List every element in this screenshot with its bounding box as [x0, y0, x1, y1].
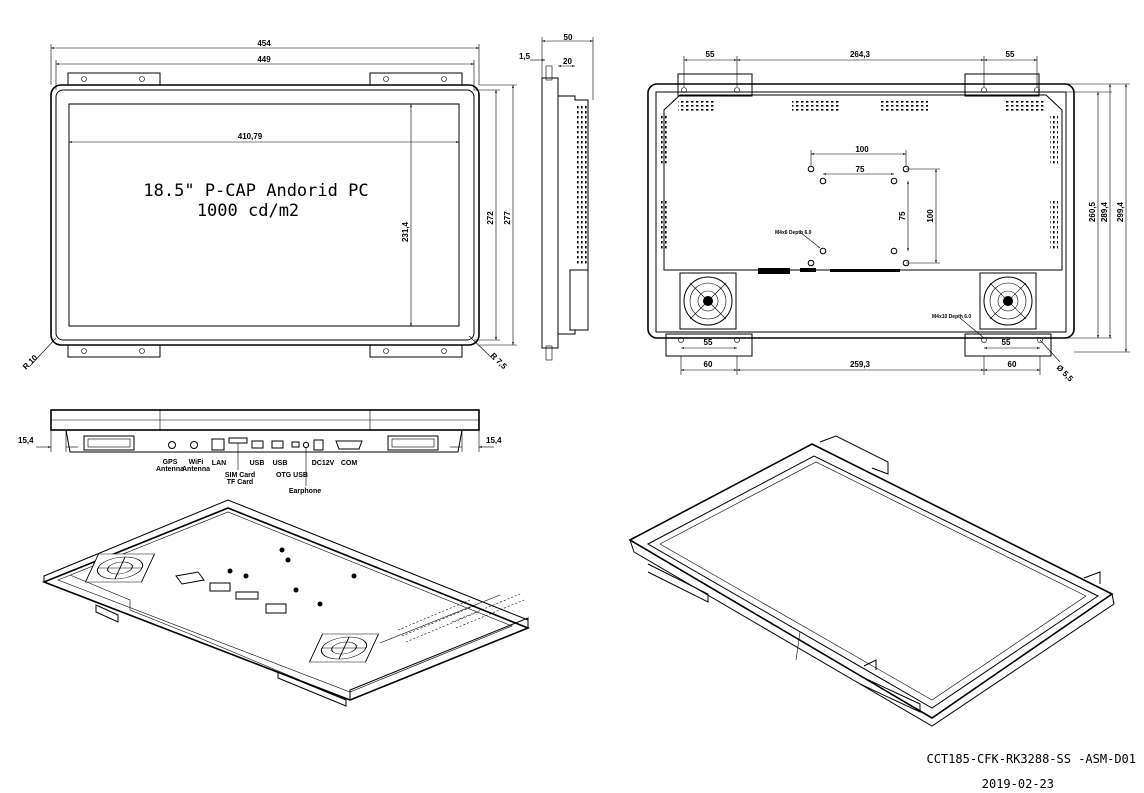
bottom-view: GPS Antenna WiFi Antenna LAN SIM Card TF… — [18, 409, 502, 495]
lan-port-icon — [211, 438, 225, 451]
dim-top-left: 55 — [706, 50, 715, 59]
dim-hole: Ø 5,5 — [1055, 363, 1076, 384]
dim-overall-width: 454 — [257, 39, 271, 48]
isometric-front-view — [628, 435, 1115, 727]
label-wifi-antenna: Antenna — [182, 466, 210, 473]
wifi-antenna-port-icon — [190, 441, 198, 449]
dim-bezel: 1,5 — [519, 52, 531, 61]
fan-left — [679, 272, 737, 330]
rear-frame — [647, 83, 1075, 339]
drawing-number: CCT185-CFK-RK3288-SS -ASM-D01 — [926, 752, 1136, 766]
bracket-bottom-left — [67, 344, 161, 358]
dim-top-right: 55 — [1006, 50, 1015, 59]
dim-h1: 260,5 — [1088, 201, 1097, 222]
dim-bottom-left: 55 — [704, 338, 713, 347]
sim-card-slot-icon — [228, 437, 248, 444]
screen-title: 18.5" P-CAP Andorid PC — [143, 181, 368, 201]
usb-port-2-icon — [271, 440, 284, 449]
earphone-jack-icon — [302, 441, 310, 449]
label-usb-2: USB — [273, 460, 288, 467]
screw-note-vesa: M4x6 Depth 6.0 — [775, 230, 812, 236]
label-tf-card: TF Card — [227, 479, 253, 486]
isometric-screen — [646, 455, 1099, 709]
front-view: 18.5" P-CAP Andorid PC 1000 cd/m2 454 44… — [21, 39, 517, 371]
screen-subtitle: 1000 cd/m2 — [197, 201, 299, 221]
dim-bottom-60-left: 60 — [704, 360, 713, 369]
label-sim-card: SIM Card — [225, 472, 255, 479]
dim-bottom-left-offset: 15,4 — [18, 436, 34, 445]
dim-bottom-right-offset: 15,4 — [486, 436, 502, 445]
label-wifi: WiFi — [189, 459, 204, 466]
label-usb-1: USB — [250, 460, 265, 467]
dim-vesa-outer: 100 — [855, 145, 869, 154]
dim-vesa-v-outer: 100 — [926, 209, 935, 223]
label-lan: LAN — [212, 460, 226, 467]
dc-power-port-icon — [313, 439, 324, 451]
otg-usb-port-icon — [291, 441, 300, 448]
usb-port-1-icon — [251, 440, 264, 449]
com-port-icon — [335, 440, 363, 450]
dim-bottom-center: 259,3 — [850, 360, 871, 369]
dim-h2: 289,4 — [1100, 201, 1109, 222]
dim-h3: 299,4 — [1116, 201, 1125, 222]
label-gps: GPS — [163, 459, 178, 466]
label-dc12v: DC12V — [312, 460, 335, 467]
isometric-rear-view — [41, 499, 531, 707]
dim-frame-height: 272 — [486, 211, 495, 225]
side-view: 50 1,5 20 — [519, 33, 594, 361]
fan-right — [979, 272, 1037, 330]
rear-view: 100 75 75 100 M4x6 Depth 6.0 M4x10 Depth… — [647, 50, 1130, 384]
bracket-top-left — [67, 72, 161, 86]
radius-right-label: R 7,5 — [489, 351, 509, 371]
dim-overall-height: 277 — [503, 211, 512, 225]
dim-depth: 50 — [564, 33, 573, 42]
gps-antenna-port-icon — [168, 441, 176, 449]
label-gps-antenna: Antenna — [156, 466, 184, 473]
dim-vesa-inner: 75 — [856, 165, 865, 174]
dim-frame-width: 449 — [257, 55, 271, 64]
drawing-date: 2019-02-23 — [982, 777, 1054, 791]
active-area — [68, 103, 460, 327]
dim-bottom-right: 55 — [1002, 338, 1011, 347]
dim-vesa-v-inner: 75 — [898, 211, 907, 220]
dim-bottom-60-right: 60 — [1008, 360, 1017, 369]
dim-offset: 20 — [563, 57, 572, 66]
side-panel — [541, 77, 559, 349]
front-frame — [50, 84, 480, 346]
dim-active-height: 231,4 — [401, 221, 410, 242]
label-earphone: Earphone — [289, 488, 321, 495]
dim-active-width: 410,79 — [238, 132, 263, 141]
label-otg-usb: OTG USB — [276, 472, 308, 479]
dim-top-center: 264,3 — [850, 50, 871, 59]
label-com: COM — [341, 460, 358, 467]
radius-left-label: R 10 — [21, 353, 40, 372]
screw-note-fan: M4x10 Depth 6.0 — [932, 314, 971, 320]
